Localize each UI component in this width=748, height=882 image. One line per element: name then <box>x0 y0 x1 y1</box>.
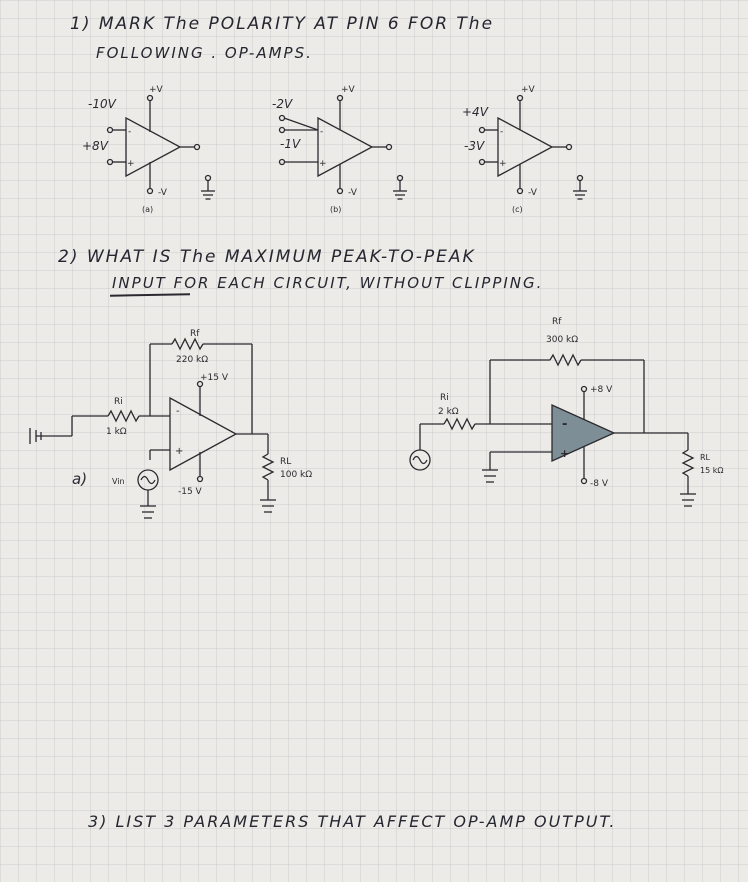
terminal-dot <box>106 126 114 134</box>
resistor-rl-a <box>261 453 275 481</box>
terminal-dot <box>580 477 588 485</box>
opamp-c-caption: (c) <box>512 205 523 214</box>
circuit-b <box>409 353 696 507</box>
wire <box>140 475 156 485</box>
opamp-c-input-bottom-value: -3V <box>464 139 485 153</box>
rl-a-value: 100 kΩ <box>280 470 312 480</box>
terminal-dot <box>516 94 524 102</box>
rf-a-name: Rf <box>190 329 200 339</box>
terminal-dot <box>278 114 286 122</box>
ri-a-value: 1 kΩ <box>106 427 127 437</box>
opamp-a-minus: - <box>176 406 180 417</box>
terminal-dot <box>516 187 524 195</box>
ri-b-value: 2 kΩ <box>438 407 459 417</box>
terminal-dot <box>278 126 286 134</box>
vin-label: Vin <box>112 477 125 486</box>
terminal-dot <box>385 143 393 151</box>
resistor-rl-b <box>681 449 695 477</box>
circuit-a <box>29 337 276 519</box>
terminal-dot <box>478 158 486 166</box>
resistor-ri-b <box>443 417 476 431</box>
ground-icon <box>201 174 215 200</box>
supply-pos-a: +15 V <box>200 373 229 383</box>
opamp-a-input-top-value: -10V <box>88 97 117 111</box>
circuit-a-label: a) <box>72 470 87 488</box>
opamp-b-triangle <box>317 116 374 178</box>
opamp-c-vpos-label: +V <box>521 85 536 95</box>
opamp-b-caption: (b) <box>330 205 341 214</box>
opamp-a-plus: + <box>175 446 183 457</box>
rf-a-value: 220 kΩ <box>176 355 208 365</box>
opamp-b-input-bottom-value: -1V <box>280 137 301 151</box>
question-1-line-2: FOLLOWING . OP-AMPS. <box>96 44 313 62</box>
terminal-dot <box>565 143 573 151</box>
opamp-a-input-bottom-value: +8V <box>82 139 109 153</box>
question-2-line-2: INPUT FOR EACH CIRCUIT, WITHOUT CLIPPING… <box>112 274 544 292</box>
rf-b-value: 300 kΩ <box>546 335 578 345</box>
ground-icon <box>573 174 587 200</box>
terminal-dot <box>146 187 154 195</box>
opamp-circuit-a <box>169 396 238 472</box>
opamp-a <box>106 94 215 200</box>
opamp-b-minus-sign: - <box>320 127 323 137</box>
opamp-a-caption: (a) <box>142 205 153 214</box>
opamp-b-plus-sign: + <box>319 159 327 169</box>
ri-a-name: Ri <box>114 397 123 407</box>
opamp-b-minus: - <box>562 417 567 432</box>
opamp-a-plus-sign: + <box>127 159 135 169</box>
opamp-c <box>478 94 587 200</box>
terminal-dot <box>580 385 588 393</box>
question-1-line-1: 1) MARK The POLARITY AT PIN 6 FOR The <box>70 14 495 34</box>
opamp-b <box>278 94 407 200</box>
ground-icon <box>260 499 276 513</box>
terminal-dot <box>196 475 204 483</box>
opamp-a-triangle <box>125 116 182 178</box>
opamp-a-vneg-label: -V <box>158 188 168 198</box>
rf-b-name: Rf <box>552 317 562 327</box>
resistor-rf-a <box>171 337 204 351</box>
question-2-line-1: 2) WHAT IS The MAXIMUM PEAK-TO-PEAK <box>58 247 476 267</box>
ground-icon <box>140 505 156 519</box>
opamp-c-vneg-label: -V <box>528 188 538 198</box>
terminal-dot <box>106 158 114 166</box>
supply-pos-b: +8 V <box>590 385 613 395</box>
terminal-dot <box>146 94 154 102</box>
opamp-c-input-top-value: +4V <box>462 105 489 119</box>
question-3-line-1: 3) LIST 3 PARAMETERS THAT AFFECT OP-AMP … <box>88 812 617 831</box>
wire <box>412 455 428 465</box>
ground-icon <box>482 452 498 483</box>
opamp-b-input-top-value: -2V <box>272 97 293 111</box>
opamp-c-triangle <box>497 116 554 178</box>
ground-icon <box>393 174 407 200</box>
terminal-dot <box>193 143 201 151</box>
ri-b-name: Ri <box>440 393 449 403</box>
opamp-a-minus-sign: - <box>128 127 131 137</box>
rl-b-name: RL <box>700 453 711 462</box>
opamp-a-vpos-label: +V <box>149 85 164 95</box>
supply-neg-b: -8 V <box>590 479 609 489</box>
opamp-b-input-top <box>283 117 319 131</box>
resistor-ri-a <box>107 409 140 423</box>
ground-icon <box>680 493 696 507</box>
opamp-b-plus: + <box>560 447 569 460</box>
supply-neg-a: -15 V <box>178 487 203 497</box>
opamp-b-vneg-label: -V <box>348 188 358 198</box>
terminal-dot <box>336 94 344 102</box>
opamp-c-minus-sign: - <box>500 127 503 137</box>
resistor-rf-b <box>549 353 582 367</box>
rl-b-value: 15 kΩ <box>700 466 723 475</box>
terminal-dot <box>336 187 344 195</box>
terminal-dot <box>478 126 486 134</box>
terminal-dot <box>278 158 286 166</box>
opamp-b-vpos-label: +V <box>341 85 356 95</box>
terminal-dot <box>196 380 204 388</box>
opamp-c-plus-sign: + <box>499 159 507 169</box>
opamp-circuit-b <box>551 403 616 463</box>
rl-a-name: RL <box>280 457 291 467</box>
